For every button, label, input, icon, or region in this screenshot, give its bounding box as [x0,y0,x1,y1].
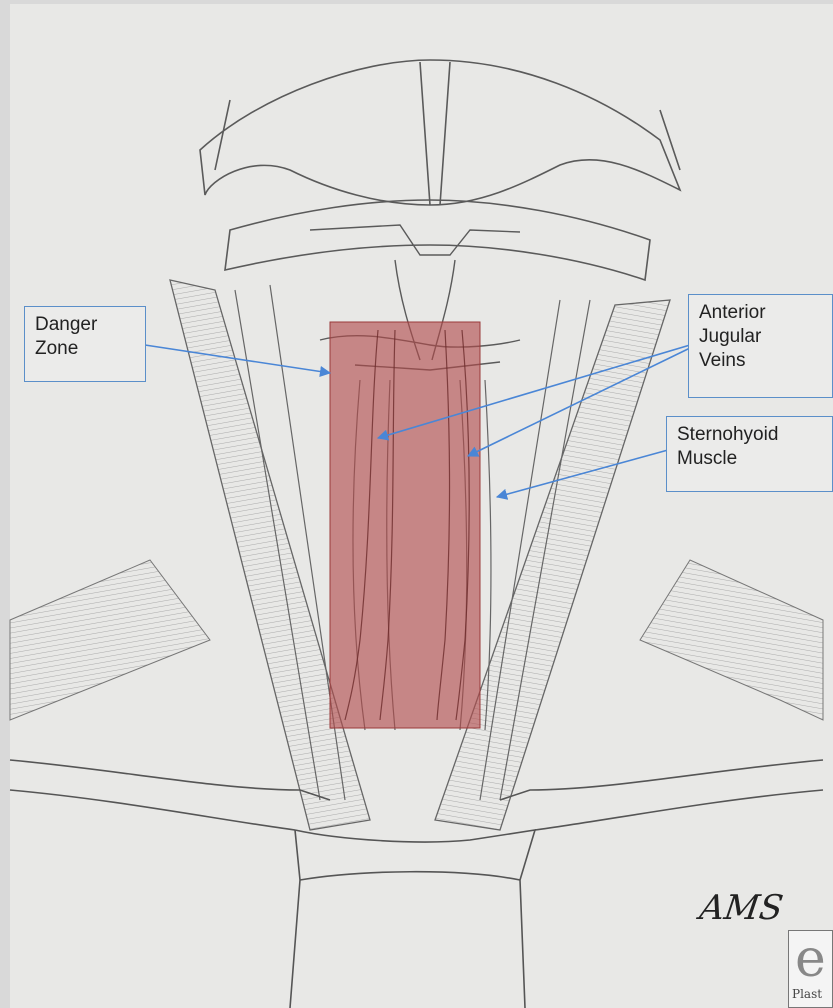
artist-signature: AMS [697,888,785,928]
clavicles-and-sternum [10,760,823,1008]
publisher-logo: e Plast [788,930,833,1008]
anterior-jugular-label-line-2: Jugular [699,325,822,349]
anterior-jugular-label-line-1: Anterior [699,301,822,325]
danger-zone-label: Danger Zone [24,306,146,382]
mandible-outline [200,60,680,280]
logo-letter: e [795,933,826,985]
anterior-jugular-veins-label: Anterior Jugular Veins [688,294,833,398]
sternohyoid-muscle-label: Sternohyoid Muscle [666,416,833,492]
danger-zone-label-line-2: Zone [35,337,135,361]
danger-zone-overlay [330,322,480,728]
sternohyoid-label-line-1: Sternohyoid [677,423,822,447]
anterior-jugular-label-line-3: Veins [699,349,822,373]
danger-zone-label-line-1: Danger [35,313,135,337]
logo-text: Plast [792,987,822,1001]
sternohyoid-label-line-2: Muscle [677,447,822,471]
